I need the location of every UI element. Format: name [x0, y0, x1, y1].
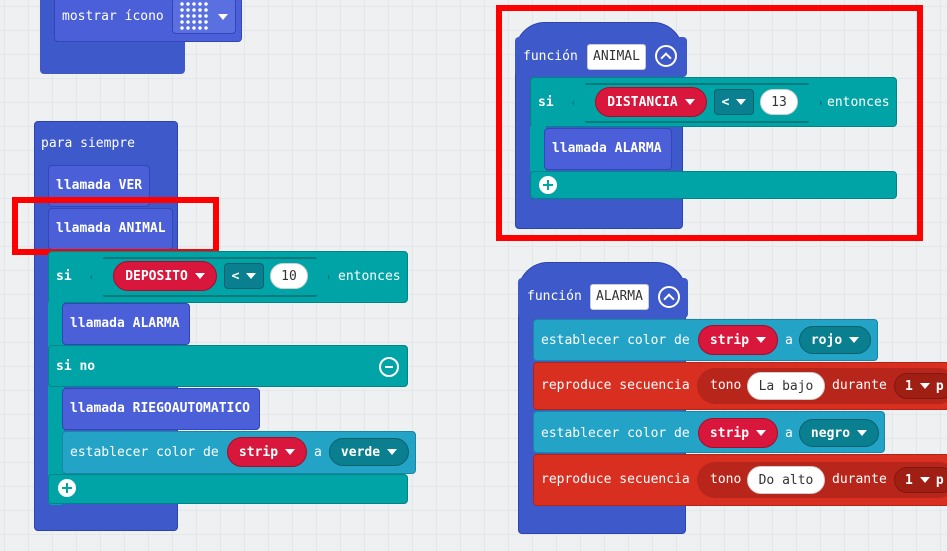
strip-rojo-label: strip — [709, 332, 750, 348]
collapse-up-icon[interactable] — [655, 45, 677, 67]
function-animal-label: función — [523, 49, 578, 64]
call-ver-label: llamada VER — [56, 178, 143, 193]
a-negro-label: a — [785, 426, 793, 441]
chevron-down-icon — [857, 430, 868, 436]
add-else-if-icon[interactable] — [58, 479, 76, 497]
else-label: si no — [56, 359, 96, 374]
color-verde-label: verde — [340, 444, 381, 460]
highlight-frame-function-animal — [496, 5, 923, 241]
set-color-negro-label: establecer color de — [541, 426, 690, 441]
chevron-down-icon — [849, 337, 860, 343]
forever-title: para siempre — [41, 136, 135, 151]
strip-negro-dropdown[interactable]: strip — [698, 418, 778, 448]
color-rojo-dropdown[interactable]: rojo — [799, 326, 871, 354]
then-animal-label: entonces — [827, 95, 890, 110]
operator-dropdown[interactable]: < — [224, 263, 264, 289]
call-animal-block[interactable] — [48, 208, 173, 250]
value-10-input[interactable]: 10 — [270, 263, 308, 289]
strip-dropdown[interactable]: strip — [227, 437, 307, 467]
chevron-down-icon — [246, 273, 257, 279]
if-animal-side — [530, 124, 546, 174]
color-rojo-label: rojo — [810, 332, 843, 348]
chevron-down-icon — [756, 430, 767, 436]
operator-animal-label: < — [721, 94, 730, 110]
heart-grid-icon — [179, 1, 209, 31]
value-13-input[interactable]: 13 — [760, 89, 798, 115]
chevron-down-icon — [756, 337, 767, 343]
if-label: si — [56, 269, 72, 284]
call-alarma-label: llamada ALARMA — [70, 316, 180, 331]
duration-2-trail: p — [935, 472, 944, 488]
tone-label-2: tono — [710, 472, 742, 487]
call-riego-label: llamada RIEGOAUTOMATICO — [70, 401, 251, 416]
strip-negro-label: strip — [709, 425, 750, 441]
value-10-text: 10 — [281, 268, 297, 284]
color-negro-label: negro — [810, 425, 851, 441]
operator-animal-dropdown[interactable]: < — [714, 89, 754, 115]
a-rojo-label: a — [785, 333, 793, 348]
set-color-rojo-label: establecer color de — [541, 333, 690, 348]
chevron-down-icon — [919, 383, 930, 389]
chevron-down-icon — [218, 14, 228, 20]
tone-la-bajo-input[interactable]: La bajo — [747, 372, 825, 400]
if-animal-label: si — [538, 95, 554, 110]
tone-do-alto-text: Do alto — [758, 472, 814, 488]
duration-2-label: 1 — [905, 472, 913, 488]
chevron-down-icon — [919, 477, 930, 483]
call-riego-block[interactable] — [62, 388, 260, 430]
else-row — [48, 345, 408, 387]
function-animal-name[interactable]: ANIMAL — [587, 44, 646, 70]
call-alarma-animal-block[interactable] — [544, 128, 672, 170]
tone-do-alto-input[interactable]: Do alto — [747, 466, 825, 494]
tone-la-bajo-text: La bajo — [758, 378, 814, 394]
play-sequence-label: reproduce secuencia — [541, 378, 690, 393]
operator-label: < — [231, 268, 240, 284]
var-distancia-dropdown[interactable]: DISTANCIA — [595, 87, 707, 117]
call-animal-label: llamada ANIMAL — [56, 221, 166, 236]
chevron-down-icon — [194, 273, 205, 279]
tone-label-1: tono — [710, 378, 742, 393]
play-sequence-label-2: reproduce secuencia — [541, 472, 690, 487]
call-alarma-block[interactable] — [62, 303, 190, 345]
color-verde-dropdown[interactable]: verde — [329, 438, 409, 466]
var-deposito-dropdown[interactable]: DEPOSITO — [113, 261, 217, 291]
highlight-frame-call-animal — [12, 197, 219, 255]
var-distancia-label: DISTANCIA — [607, 94, 678, 110]
strip-label: strip — [238, 444, 279, 460]
chevron-down-icon — [285, 449, 296, 455]
var-deposito-label: DEPOSITO — [125, 268, 188, 284]
duration-1-trail: p — [935, 378, 944, 394]
function-alarma-label: función — [527, 289, 582, 304]
then-label: entonces — [338, 269, 401, 284]
add-else-icon[interactable] — [539, 176, 557, 194]
duration-1-label: 1 — [905, 378, 913, 394]
chevron-down-icon — [736, 99, 747, 105]
function-alarma-name[interactable]: ALARMA — [590, 284, 649, 310]
chevron-down-icon — [684, 99, 695, 105]
collapse-up-icon[interactable] — [658, 286, 680, 308]
call-alarma-animal-label: llamada ALARMA — [552, 141, 662, 156]
if-else-footer — [48, 474, 408, 504]
strip-rojo-dropdown[interactable]: strip — [698, 325, 778, 355]
color-negro-dropdown[interactable]: negro — [799, 419, 879, 447]
during-label-2: durante — [832, 472, 887, 487]
during-label-1: durante — [832, 378, 887, 393]
show-icon-label: mostrar ícono — [62, 9, 164, 24]
if-animal-footer — [530, 171, 897, 199]
icon-picker[interactable] — [172, 0, 236, 34]
chevron-down-icon — [387, 449, 398, 455]
a-label: a — [314, 445, 322, 460]
set-color-label: establecer color de — [70, 445, 219, 460]
remove-else-icon[interactable] — [379, 357, 399, 377]
value-13-text: 13 — [771, 94, 787, 110]
